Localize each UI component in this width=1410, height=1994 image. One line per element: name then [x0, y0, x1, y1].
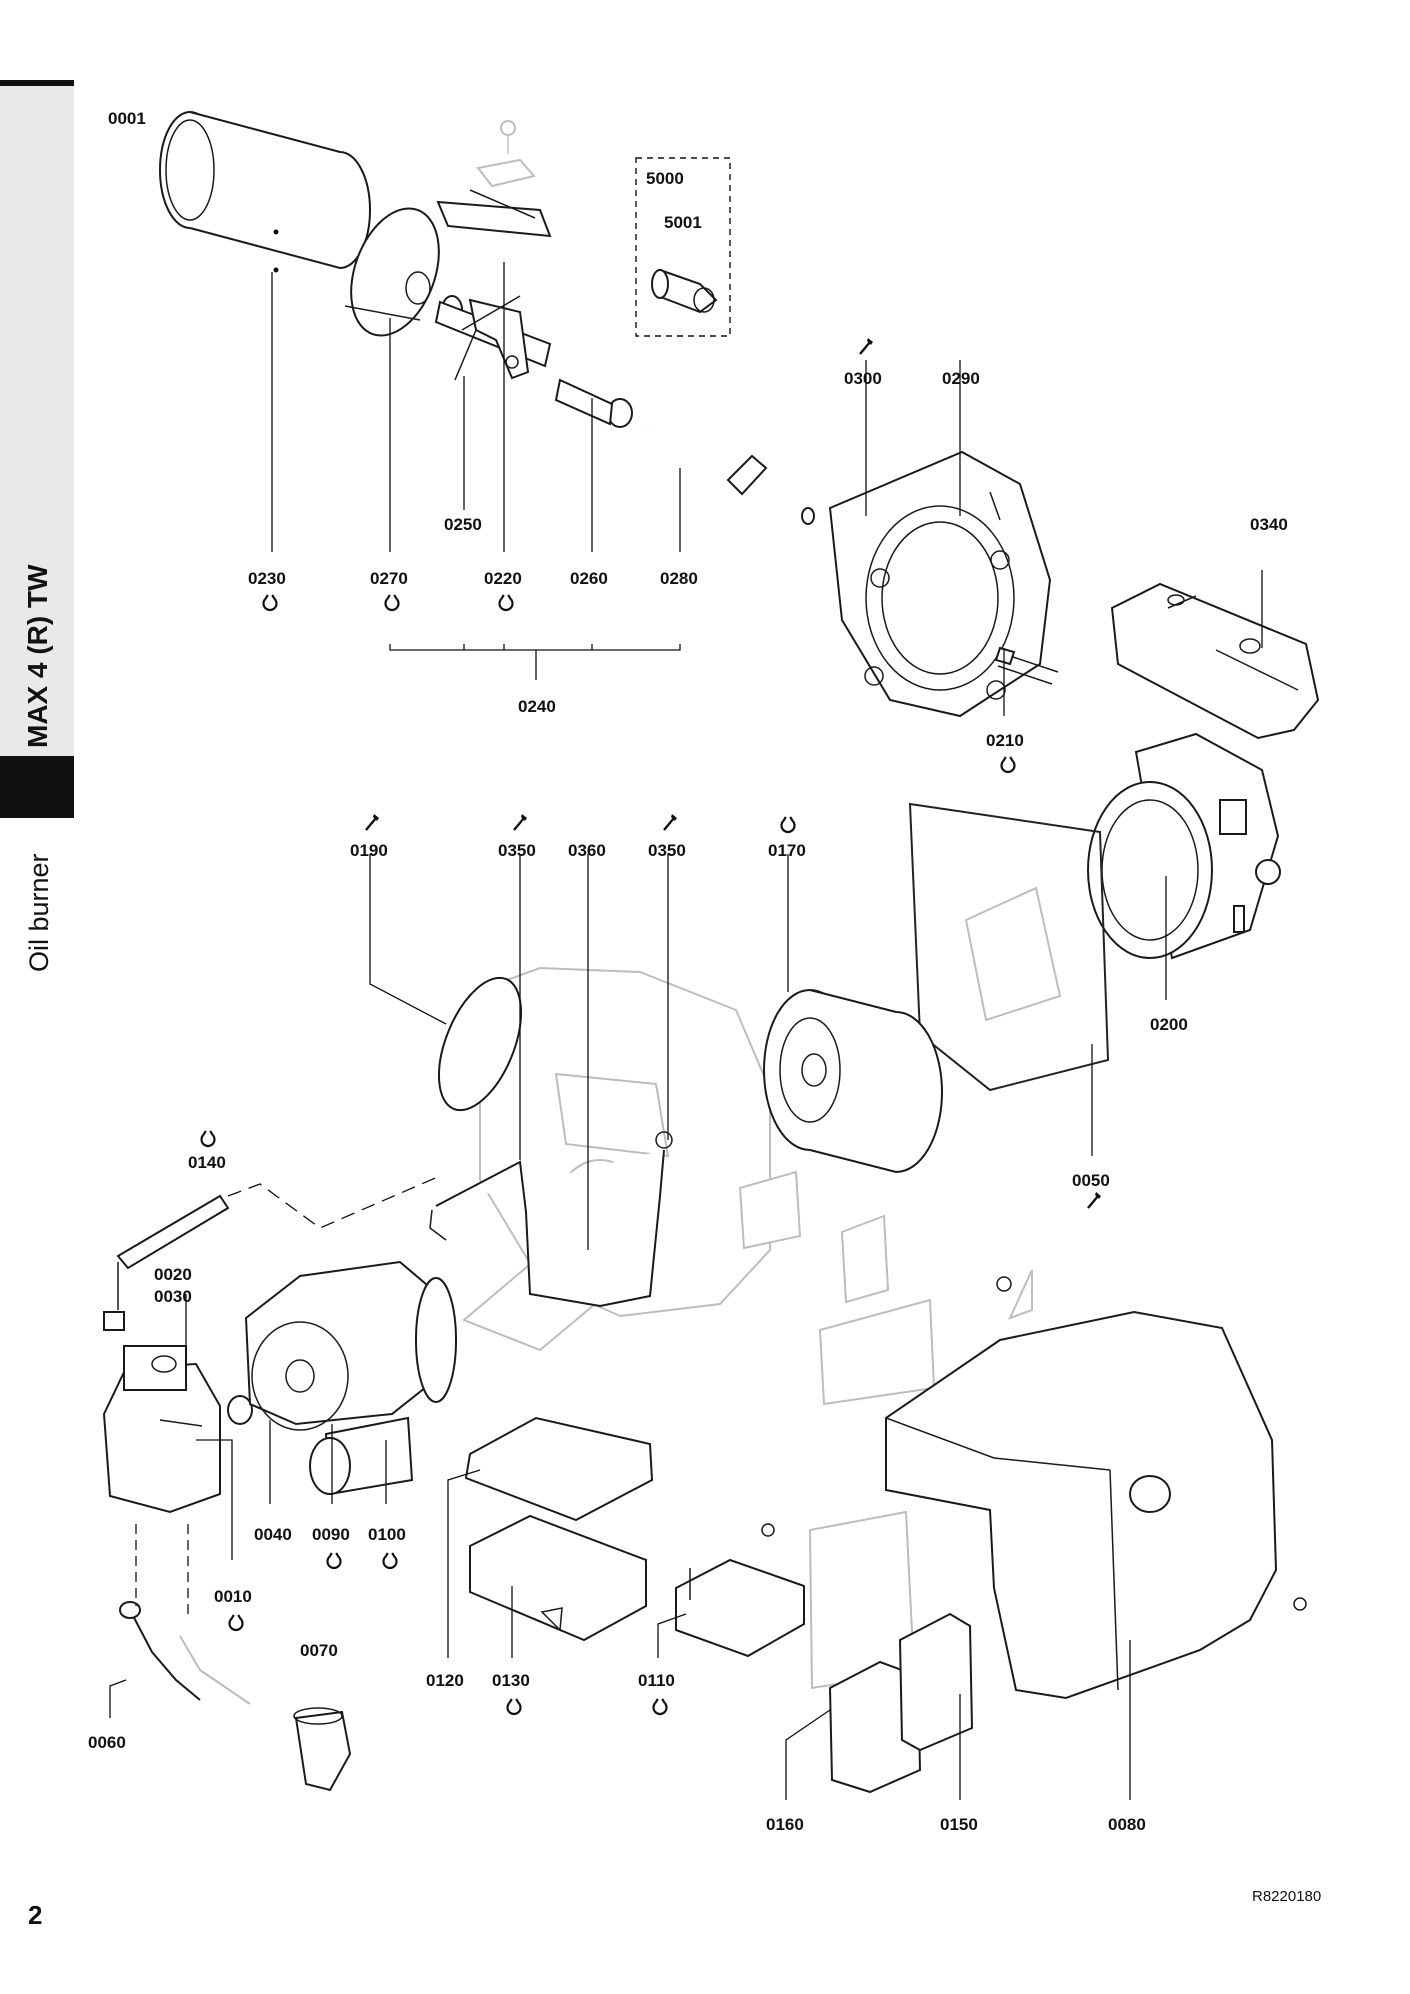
o-ring-icon	[382, 1551, 398, 1570]
part-labels: 0001 5000 5001 0300 0290 0340 0250 0230 …	[88, 109, 1288, 1834]
label-0160: 0160	[766, 1815, 804, 1834]
oil-tube-0280	[646, 423, 815, 525]
sidebar-tab-dark	[0, 756, 74, 818]
o-ring-icon	[780, 815, 796, 834]
label-0360: 0360	[568, 841, 606, 860]
ignition-electrodes	[436, 189, 552, 238]
label-0250: 0250	[444, 515, 482, 534]
fan-wheel-0170	[763, 989, 943, 1174]
label-0001: 0001	[108, 109, 146, 128]
label-0120: 0120	[426, 1671, 464, 1690]
leader-lines	[109, 262, 1263, 1800]
label-0230: 0230	[248, 569, 286, 588]
label-0190: 0190	[350, 841, 388, 860]
label-0140: 0140	[188, 1153, 226, 1172]
label-0350-left: 0350	[498, 841, 536, 860]
photocell-0140	[103, 1175, 441, 1331]
motor-0090	[244, 1260, 457, 1431]
electrode-bracket-0220	[454, 295, 530, 381]
hood-0080	[885, 1276, 1307, 1700]
label-0010: 0010	[214, 1587, 252, 1606]
label-0030: 0030	[154, 1287, 192, 1306]
screw-ghost-top	[476, 120, 536, 188]
sidebar-top-rule	[0, 80, 74, 86]
mounting-flange-0300	[828, 450, 1052, 718]
o-ring-0190	[437, 976, 523, 1112]
label-0220: 0220	[484, 569, 522, 588]
o-ring-icon	[384, 593, 400, 612]
label-0260: 0260	[570, 569, 608, 588]
hose-0060	[119, 1601, 251, 1705]
label-0050: 0050	[1072, 1171, 1110, 1190]
display-cover-0340	[1110, 582, 1320, 740]
nozzle-holder-0260	[434, 295, 633, 428]
o-ring-icon	[506, 1697, 522, 1716]
o-ring-icon	[262, 593, 278, 612]
label-0280: 0280	[660, 569, 698, 588]
o-ring-icon	[652, 1697, 668, 1716]
label-0340: 0340	[1250, 515, 1288, 534]
wrench-icon	[512, 812, 529, 832]
relay-0150	[898, 1612, 974, 1752]
o-ring-icon	[1000, 755, 1016, 774]
control-box-0130	[469, 1514, 647, 1642]
document-code: R8220180	[1252, 1888, 1322, 1905]
filter-0070	[293, 1707, 352, 1792]
wrench-icon	[364, 812, 381, 832]
label-0300: 0300	[844, 369, 882, 388]
label-0350-right: 0350	[648, 841, 686, 860]
fan-housing-plate-ghost	[908, 802, 1110, 1092]
label-5000: 5000	[646, 169, 684, 188]
nozzle-5001	[635, 157, 731, 337]
label-0130: 0130	[492, 1671, 530, 1690]
label-0060: 0060	[88, 1733, 126, 1752]
coupling-0040	[227, 1395, 253, 1425]
label-0270: 0270	[370, 569, 408, 588]
oil-lines-0350-0360	[429, 1131, 673, 1308]
label-0070: 0070	[300, 1641, 338, 1660]
baffle-disc-0270	[344, 207, 440, 337]
burner-tube-0001	[159, 111, 371, 273]
page-number: 2	[28, 1900, 43, 1930]
o-ring-icon	[498, 593, 514, 612]
label-0090: 0090	[312, 1525, 350, 1544]
label-5001: 5001	[664, 213, 702, 232]
label-0290: 0290	[942, 369, 980, 388]
capacitor-0100	[309, 1416, 414, 1496]
label-0080: 0080	[1108, 1815, 1146, 1834]
label-0150: 0150	[940, 1815, 978, 1834]
plate-0120	[464, 1416, 654, 1522]
screws-0210	[994, 646, 1059, 685]
label-0040: 0040	[254, 1525, 292, 1544]
relay-0160	[828, 1660, 922, 1794]
label-0100: 0100	[368, 1525, 406, 1544]
wrench-icon	[662, 812, 679, 832]
o-ring-icon	[228, 1613, 244, 1632]
o-ring-icon	[200, 1129, 216, 1148]
wrench-icon	[1086, 1190, 1103, 1210]
pump-0020	[102, 1345, 221, 1514]
sidebar-tab-light	[0, 86, 74, 756]
label-0110: 0110	[638, 1671, 675, 1690]
label-0210: 0210	[986, 731, 1024, 750]
label-0240: 0240	[518, 697, 556, 716]
air-intake-0200	[1087, 732, 1281, 960]
o-ring-icon	[326, 1551, 342, 1570]
wrench-icon	[858, 336, 875, 356]
label-0170: 0170	[768, 841, 806, 860]
ignition-0110	[675, 1523, 805, 1658]
label-0020: 0020	[154, 1265, 192, 1284]
label-0200: 0200	[1150, 1015, 1188, 1034]
